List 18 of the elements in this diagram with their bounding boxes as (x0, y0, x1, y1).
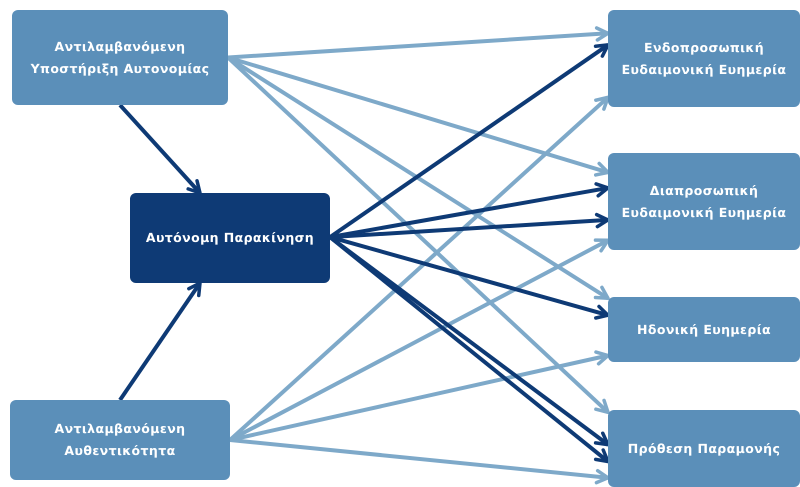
arrow (228, 26, 610, 60)
node-label: Αντιλαμβανόμενη Υποστήριξη Αυτονομίας (30, 38, 210, 78)
node-label: Ηδονική Ευημερία (637, 320, 771, 339)
node-label: Πρόθεση Παραμονής (628, 440, 780, 458)
concept-box (608, 410, 800, 487)
node-label: Αυτόνομη Παρακίνηση (146, 229, 314, 248)
concept-box (10, 400, 230, 480)
arrow (118, 104, 202, 195)
arrow (230, 438, 610, 484)
arrow (118, 281, 202, 402)
concept-box (12, 10, 228, 105)
central-box (130, 193, 330, 283)
node-label: Διαπροσωπική Ευδαιμονική Ευημερία (620, 182, 788, 222)
concept-box (608, 297, 800, 362)
concept-box (608, 153, 800, 250)
node-label: Αντιλαμβανόμενη Αυθεντικότητα (54, 420, 186, 460)
concept-box (608, 10, 800, 107)
node-label: Ενδοπροσωπική Ευδαιμονική Ευημερία (620, 38, 788, 79)
